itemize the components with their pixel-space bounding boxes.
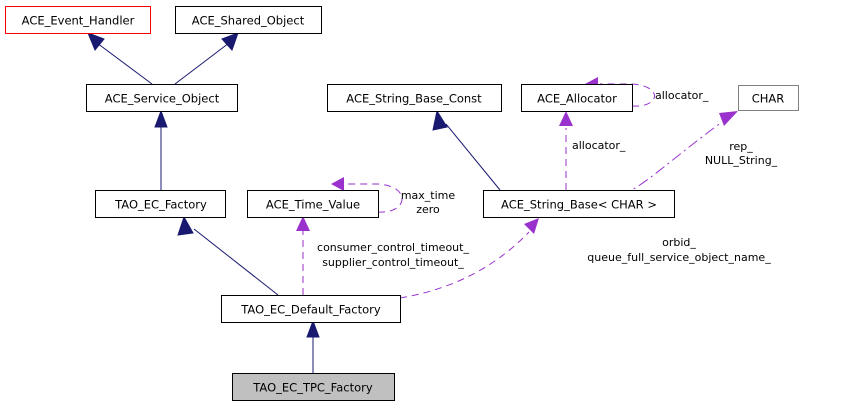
node-label-ace-event-handler: ACE_Event_Handler (22, 14, 135, 28)
edge-label-supplier-control-timeout: supplier_control_timeout_ (322, 256, 464, 269)
edge-label-orbid-queue: orbid_ queue_full_service_object_name_ (587, 236, 771, 264)
node-label-tao-ec-tpc-factory: TAO_EC_TPC_Factory (252, 381, 373, 395)
node-label-ace-shared-object: ACE_Shared_Object (192, 14, 305, 28)
edge-tpc-factory-to-default-factory (306, 319, 320, 373)
node-label-ace-string-base-char: ACE_String_Base< CHAR > (501, 198, 657, 212)
edge-char-to-string-base (619, 111, 738, 196)
edge-label-maxtime-line1: max_time (401, 189, 456, 202)
node-box-tao-ec-factory[interactable] (95, 190, 226, 218)
nodes: ACE_Event_Handler ACE_Shared_Object ACE_… (5, 6, 799, 401)
edge-time-value-self-loop (331, 177, 403, 213)
edge-default-factory-to-string-base (399, 218, 539, 299)
edge-label-maxtime-line2: zero (416, 203, 440, 216)
node-tao-ec-tpc-factory[interactable]: TAO_EC_TPC_Factory (232, 373, 395, 401)
node-tao-ec-default-factory[interactable]: TAO_EC_Default_Factory (221, 295, 401, 323)
node-label-tao-ec-default-factory: TAO_EC_Default_Factory (240, 303, 381, 317)
node-ace-event-handler[interactable]: ACE_Event_Handler (5, 6, 151, 34)
node-ace-time-value[interactable]: ACE_Time_Value (247, 190, 379, 218)
edge-string-base-to-allocator (559, 111, 573, 190)
node-label-ace-time-value: ACE_Time_Value (266, 198, 360, 212)
edge-label-consumer-control-timeout: consumer_control_timeout_ (317, 241, 469, 254)
node-box-ace-allocator[interactable] (521, 84, 633, 112)
node-tao-ec-factory[interactable]: TAO_EC_Factory (95, 190, 226, 218)
edge-string-base-char-to-string-base-const (432, 109, 501, 191)
edge-label-queue-full-service-object-name: queue_full_service_object_name_ (587, 251, 771, 264)
edge-label-rep-line2: NULL_String_ (705, 154, 778, 167)
edge-label-rep-line1: rep_ (729, 140, 753, 153)
edge-label-orbid: orbid_ (662, 236, 696, 249)
inheritance-edges (87, 32, 501, 373)
node-box-char[interactable] (738, 85, 799, 111)
node-ace-service-object[interactable]: ACE_Service_Object (86, 84, 238, 112)
association-edges (296, 77, 738, 299)
edge-label-allocator-self: allocator_ (655, 89, 709, 102)
node-box-ace-time-value[interactable] (247, 190, 379, 218)
node-char[interactable]: CHAR (738, 85, 799, 111)
node-box-ace-event-handler[interactable] (5, 6, 151, 34)
node-box-ace-shared-object[interactable] (175, 6, 322, 34)
node-label-tao-ec-factory: TAO_EC_Factory (114, 198, 207, 212)
node-box-ace-service-object[interactable] (86, 84, 238, 112)
edge-default-factory-to-ec-factory (177, 215, 279, 296)
node-box-tao-ec-default-factory[interactable] (221, 295, 401, 323)
node-ace-allocator[interactable]: ACE_Allocator (521, 84, 633, 112)
node-label-ace-allocator: ACE_Allocator (537, 92, 617, 106)
edge-label-maxtime-zero: max_time zero (401, 189, 456, 216)
node-ace-string-base-char[interactable]: ACE_String_Base< CHAR > (483, 190, 675, 218)
node-ace-string-base-const[interactable]: ACE_String_Base_Const (327, 84, 502, 112)
edge-label-allocator-assoc: allocator_ (572, 139, 626, 152)
node-box-tao-ec-tpc-factory[interactable] (232, 373, 395, 401)
edge-default-factory-to-time-value (296, 216, 310, 295)
edge-label-rep-null-string: rep_ NULL_String_ (705, 140, 778, 167)
node-box-ace-string-base-const[interactable] (327, 84, 502, 112)
node-label-ace-service-object: ACE_Service_Object (105, 92, 220, 106)
edge-service-object-to-shared-object (174, 32, 239, 85)
edge-labels: allocator_ allocator_ rep_ NULL_String_ … (317, 89, 778, 269)
node-label-char: CHAR (752, 92, 785, 106)
edge-ec-factory-to-service-object (154, 109, 168, 190)
node-box-ace-string-base-char[interactable] (483, 190, 675, 218)
node-label-ace-string-base-const: ACE_String_Base_Const (346, 92, 482, 106)
node-ace-shared-object[interactable]: ACE_Shared_Object (175, 6, 322, 34)
edge-service-object-to-event-handler (87, 32, 153, 85)
edge-label-control-timeouts: consumer_control_timeout_ supplier_contr… (317, 241, 469, 269)
